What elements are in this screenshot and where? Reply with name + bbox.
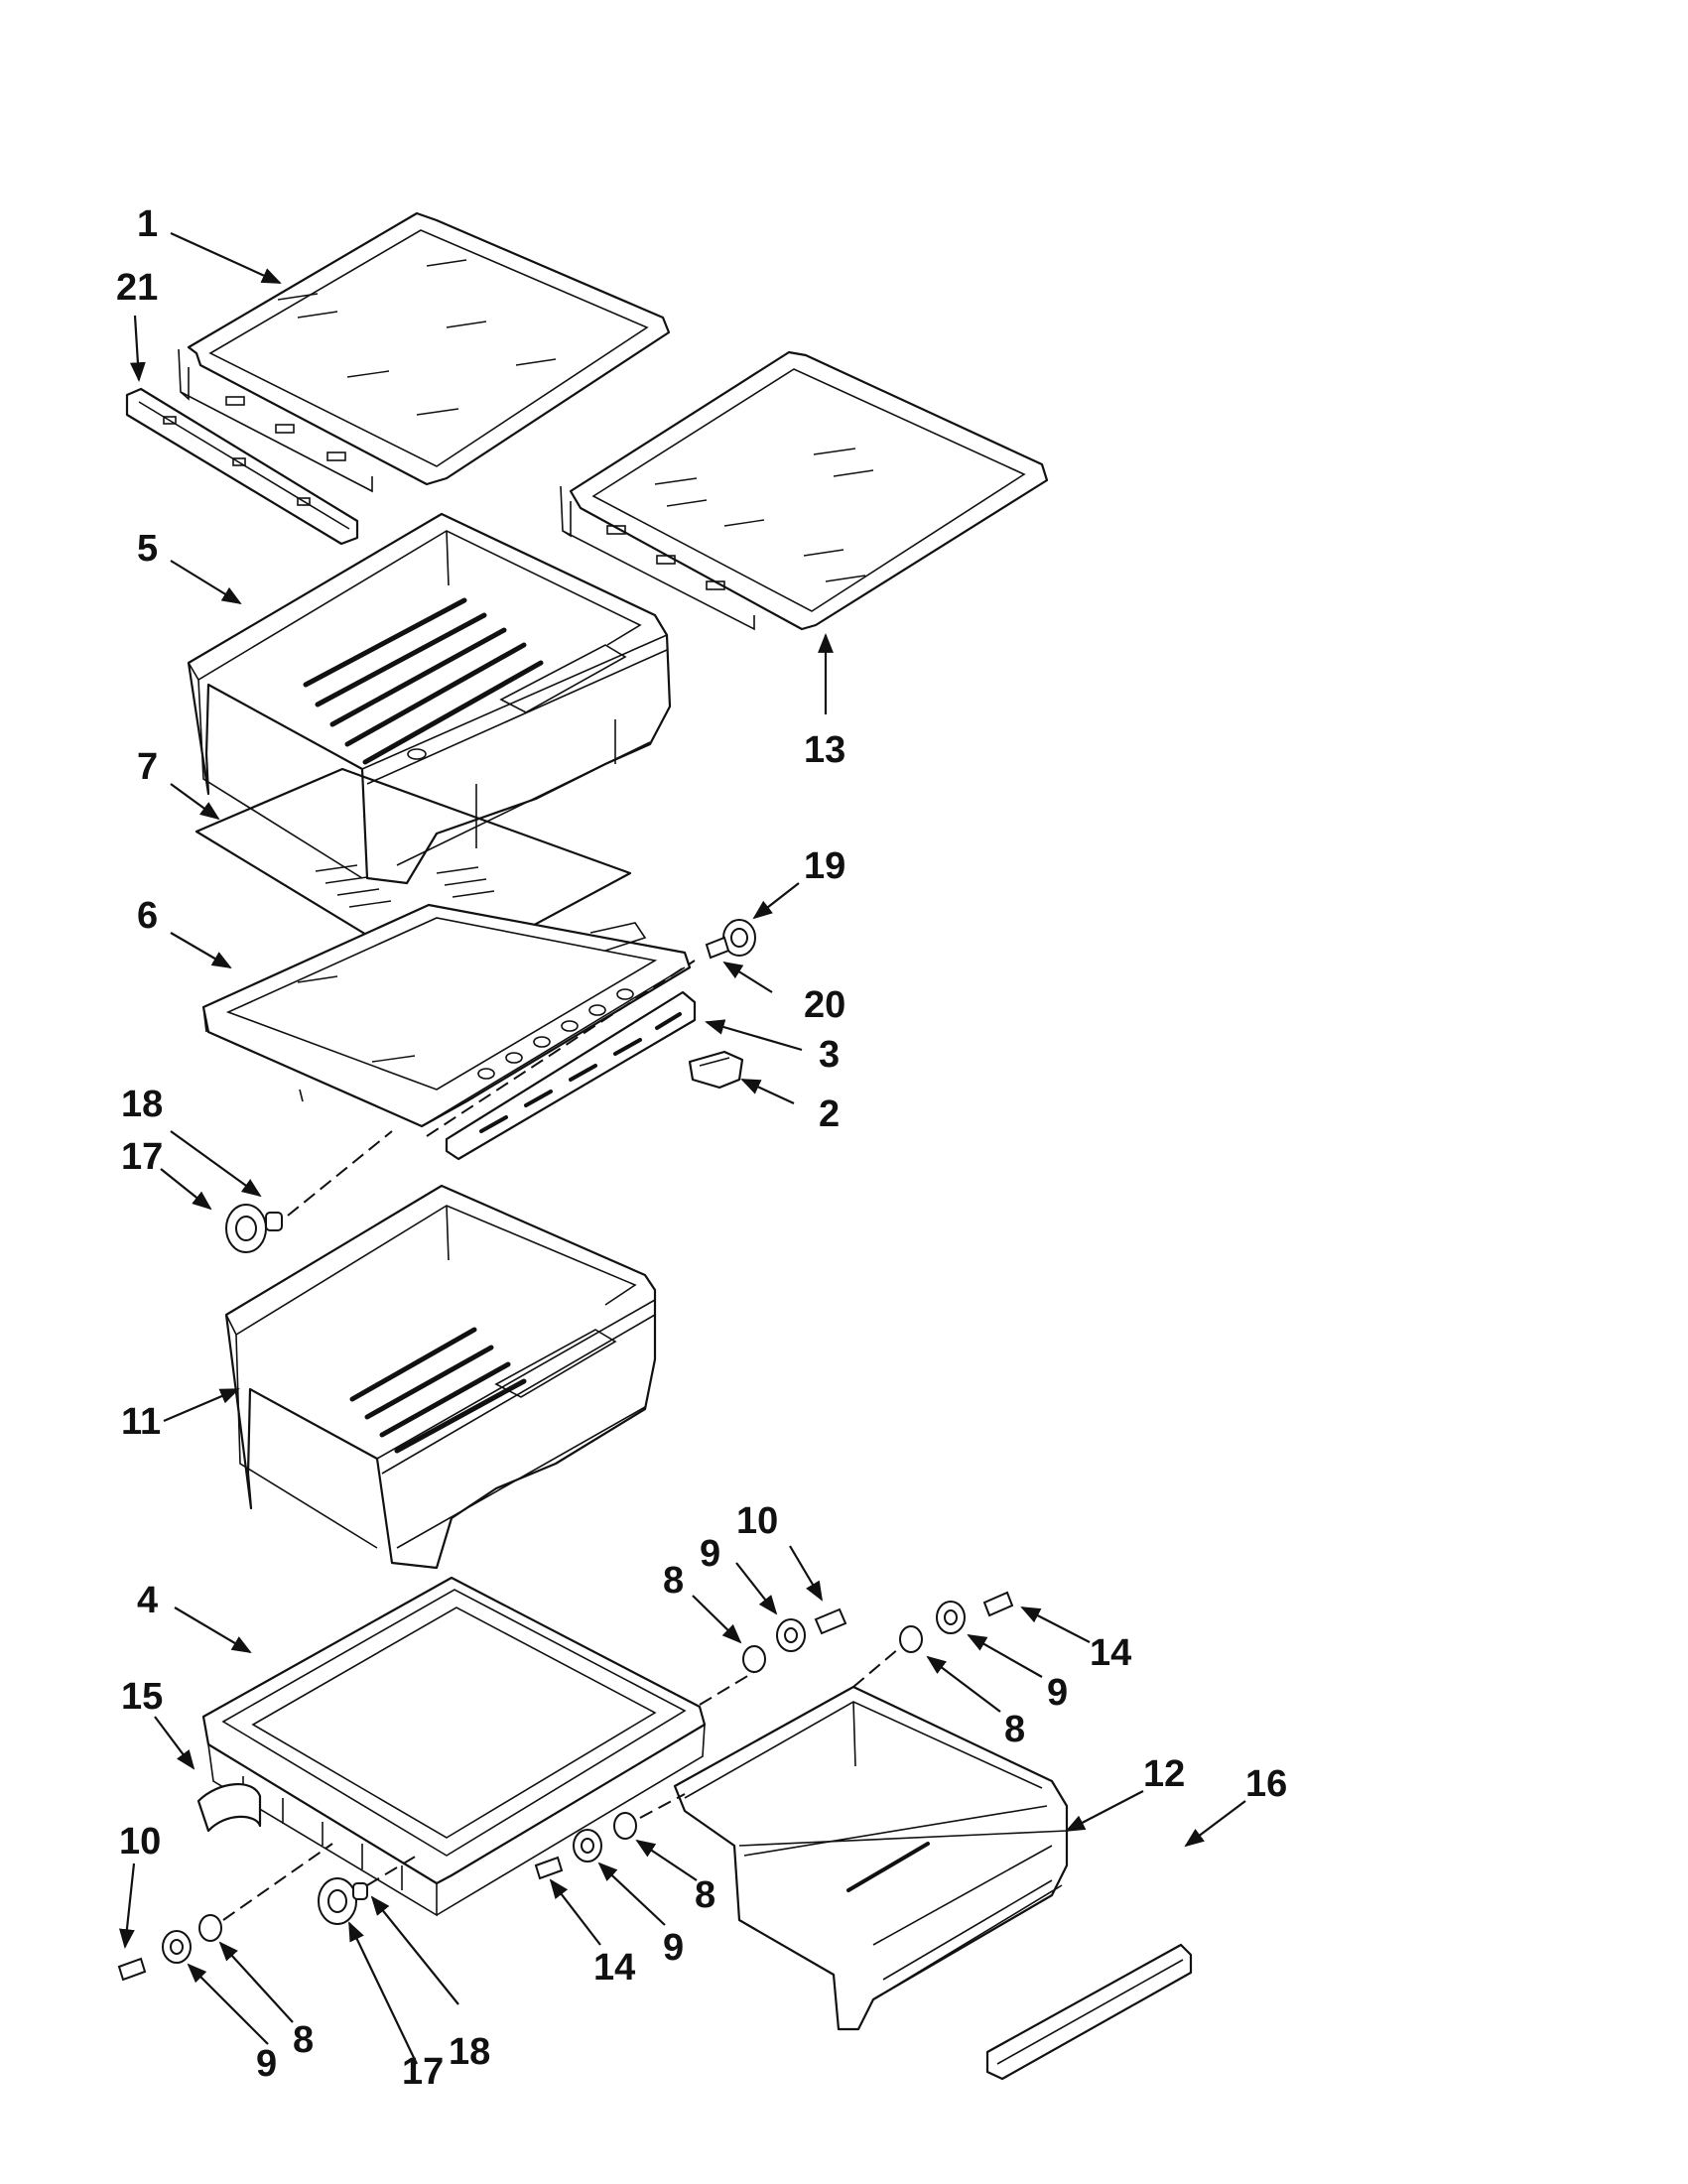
callout-13: 13 <box>804 729 845 771</box>
spacer-part-8-upper <box>742 1645 766 1673</box>
humidity-film-part-7 <box>195 767 632 979</box>
crisper-cover-part-6 <box>201 903 692 1128</box>
lower-cover-frame-part-4 <box>201 1576 707 1917</box>
callout-6: 6 <box>137 895 158 937</box>
callout-21: 21 <box>116 267 158 309</box>
crisper-drawer-part-11 <box>224 1184 657 1570</box>
washer-part-9-upper <box>776 1618 806 1652</box>
wheel-part-17-upper <box>225 1204 267 1253</box>
spacer-part-8-lowerleft <box>198 1914 222 1942</box>
callout-9-upper: 9 <box>700 1533 720 1575</box>
callout-11: 11 <box>121 1401 161 1443</box>
callout-9-lower: 9 <box>663 1927 684 1969</box>
roller-part-19 <box>722 919 756 957</box>
bolt-part-10-upper <box>814 1607 847 1635</box>
callout-4: 4 <box>137 1580 158 1621</box>
slide-rail-part-3 <box>445 990 697 1161</box>
lower-drawer-part-12 <box>673 1685 1069 2031</box>
washer-part-9-lowerleft <box>162 1930 192 1964</box>
callout-18-lower: 18 <box>449 2031 490 2073</box>
cap-part-15 <box>196 1783 262 1833</box>
callout-17-lower: 17 <box>402 2051 444 2093</box>
callout-2: 2 <box>819 1093 840 1135</box>
bushing-part-18-lower <box>352 1882 368 1900</box>
callout-18-upper: 18 <box>121 1084 163 1125</box>
handle-part-16 <box>985 1943 1193 2081</box>
shelf-rail-part-21 <box>125 387 359 546</box>
callout-3: 3 <box>819 1034 840 1076</box>
leader-lines <box>119 231 1246 2065</box>
callout-8-lower: 8 <box>695 1874 715 1916</box>
clip-part-2 <box>688 1050 744 1090</box>
bushing-part-18-upper <box>265 1212 283 1231</box>
glass-shelf-part-1 <box>178 211 671 493</box>
screw-part-20 <box>705 936 730 960</box>
callout-7: 7 <box>137 746 158 788</box>
callout-9-lowerleft: 9 <box>256 2043 277 2085</box>
glass-shelf-part-13 <box>560 350 1049 631</box>
callout-1: 1 <box>137 203 158 245</box>
bolt-part-14-lower <box>534 1856 564 1880</box>
callout-19: 19 <box>804 845 845 887</box>
bolt-part-14-right <box>982 1591 1014 1617</box>
bolt-part-10-lower <box>117 1957 147 1982</box>
callout-8-upper: 8 <box>663 1560 684 1602</box>
spacer-part-8-lower <box>613 1812 637 1840</box>
washer-part-9-right <box>936 1601 966 1634</box>
callout-10-upper: 10 <box>736 1500 778 1542</box>
callout-5: 5 <box>137 528 158 570</box>
callout-labels: 1 21 5 13 7 19 6 20 3 2 18 17 11 10 9 8 … <box>116 203 1287 2093</box>
callout-8-lowerleft: 8 <box>293 2019 314 2061</box>
callout-17-upper: 17 <box>121 1136 163 1178</box>
callout-14-right: 14 <box>1090 1632 1131 1674</box>
washer-part-9-lower <box>573 1829 602 1863</box>
callout-10-lower: 10 <box>119 1821 161 1863</box>
callout-20: 20 <box>804 984 845 1026</box>
callout-9-right: 9 <box>1047 1672 1068 1714</box>
spacer-part-8-right <box>899 1625 923 1653</box>
callout-8-right: 8 <box>1004 1709 1025 1750</box>
callout-12: 12 <box>1143 1753 1185 1795</box>
callout-15: 15 <box>121 1676 163 1718</box>
wheel-part-17-lower <box>318 1877 357 1925</box>
callout-16: 16 <box>1245 1763 1287 1805</box>
callout-14-lower: 14 <box>593 1947 635 1989</box>
crisper-drawer-part-5 <box>187 512 672 885</box>
